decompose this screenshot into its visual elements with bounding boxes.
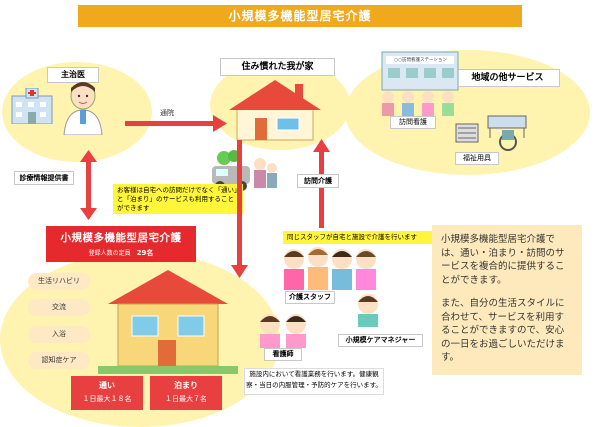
- hospital-visit-arrowhead: [213, 115, 227, 132]
- activity-item: 入浴: [28, 326, 90, 343]
- activity-item: 生活リハビリ: [28, 273, 90, 290]
- nurse-label: 看護師: [264, 348, 302, 361]
- medical-info-arrow: [86, 160, 91, 212]
- home-illustration: [229, 80, 321, 141]
- care-staff-label: 介護スタッフ: [285, 291, 335, 304]
- visit-care-arrowhead: [313, 139, 330, 152]
- stay-max: １日最大７名: [165, 395, 207, 403]
- info-paragraph-1: 小規模多機能型居宅介護では、通い・泊まり・訪問のサービスを複合的に提供することが…: [441, 234, 565, 286]
- visit-care-arrow: [319, 150, 324, 228]
- visit-care-label: 訪問介護: [297, 174, 339, 188]
- facility-capacity-value: 29名: [136, 249, 154, 257]
- hospital-visit-arrow: [125, 121, 217, 126]
- medical-info-arrowhead-down: [80, 208, 97, 220]
- facility-title-box: 小規模多機能型居宅介護 登録人数の定員 29名: [46, 226, 196, 262]
- page-title: 小規模多機能型居宅介護: [78, 5, 522, 27]
- visiting-staff-illustration: [382, 91, 454, 116]
- other-services-label: 地域の他サービス: [455, 69, 560, 87]
- medical-info-arrowhead-up: [80, 150, 97, 162]
- stay-label: 泊まり: [174, 381, 198, 390]
- welfare-equipment-illustration: [455, 115, 527, 151]
- info-paragraph-2: また、自分の生活スタイルに合わせて、サービスを利用することができますので、安心の…: [441, 298, 565, 363]
- care-manager-label: 小規模ケアマネジャー: [338, 334, 423, 347]
- care-staff-illustration: [284, 247, 376, 290]
- home-to-facility-arrow: [237, 140, 242, 268]
- stay-box: 泊まり １日最大７名: [150, 376, 222, 410]
- facility-capacity-label: 登録人数の定員: [88, 250, 131, 257]
- customer-note: お客様は自宅への訪問だけでなく「通い」と「泊まり」のサービスも利用することができ…: [113, 184, 243, 214]
- visiting-nurse-label: 訪問看護: [390, 116, 436, 129]
- info-panel: 小規模多機能型居宅介護では、通い・泊まり・訪問のサービスを複合的に提供することが…: [432, 225, 582, 375]
- visit-max: １日最大１８名: [82, 395, 132, 403]
- station-sign: ○○訪問看護ステーション: [394, 58, 447, 63]
- facility-title: 小規模多機能型居宅介護: [60, 232, 182, 244]
- same-staff-note: 同じスタッフが自宅と施設で介護を行います: [283, 231, 433, 244]
- welfare-equipment-label: 福祉用具: [455, 152, 499, 165]
- hospital-visit-label: 通院: [160, 109, 174, 117]
- visit-box: 通い １日最大１８名: [71, 376, 143, 410]
- doctor-label: 主治医: [47, 67, 99, 83]
- activity-item: 認知症ケア: [28, 352, 90, 369]
- home-to-facility-arrowhead: [231, 265, 248, 278]
- care-manager-illustration: [358, 294, 378, 327]
- nurse-note: 施設内において看護業務を行います。健康観察・当日の内服管理・予防的ケアを行います…: [244, 368, 384, 395]
- visit-label: 通い: [99, 381, 115, 390]
- home-label: 住み慣れた我が家: [220, 58, 335, 76]
- facility-illustration: [98, 270, 238, 374]
- doctor-illustration: [63, 82, 103, 135]
- nurse-station-illustration: [381, 51, 459, 91]
- nurse-illustration: [260, 314, 306, 348]
- medical-info-label: 診療情報提供書: [14, 171, 74, 185]
- activity-item: 交流: [28, 299, 90, 316]
- hospital-illustration: [11, 88, 53, 124]
